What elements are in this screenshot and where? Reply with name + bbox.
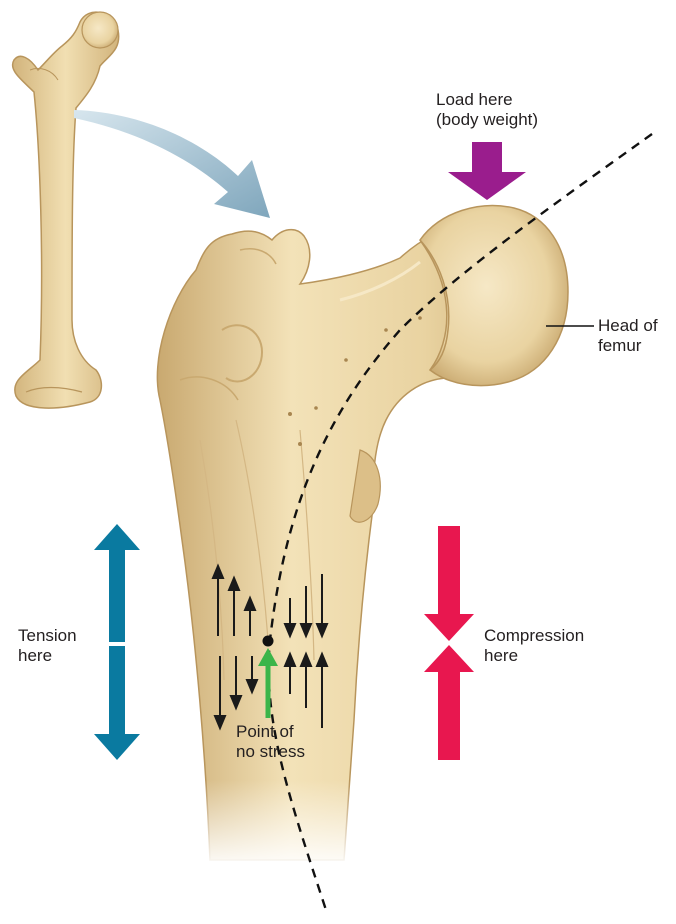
compression-label: Compression here	[484, 626, 584, 666]
head-of-femur-label: Head of femur	[598, 316, 658, 356]
point-of-no-stress-label: Point of no stress	[236, 722, 305, 762]
compression-label-line2: here	[484, 646, 584, 666]
compression-label-line1: Compression	[484, 626, 584, 646]
head-label-line2: femur	[598, 336, 658, 356]
tension-label-line2: here	[18, 646, 77, 666]
no-stress-point	[263, 636, 274, 647]
point-label-line2: no stress	[236, 742, 305, 762]
head-label-line1: Head of	[598, 316, 658, 336]
tension-label: Tension here	[18, 626, 77, 666]
proximal-femur-illustration	[157, 206, 568, 870]
load-label-line2: (body weight)	[436, 110, 538, 130]
tension-label-line1: Tension	[18, 626, 77, 646]
point-label-line1: Point of	[236, 722, 305, 742]
load-label-line1: Load here	[436, 90, 538, 110]
whole-femur-illustration	[13, 12, 119, 408]
load-arrow	[448, 142, 526, 200]
load-label: Load here (body weight)	[436, 90, 538, 130]
zoom-pointer-arrow	[74, 110, 270, 218]
compression-arrow	[424, 526, 474, 760]
tension-arrow	[94, 524, 140, 760]
